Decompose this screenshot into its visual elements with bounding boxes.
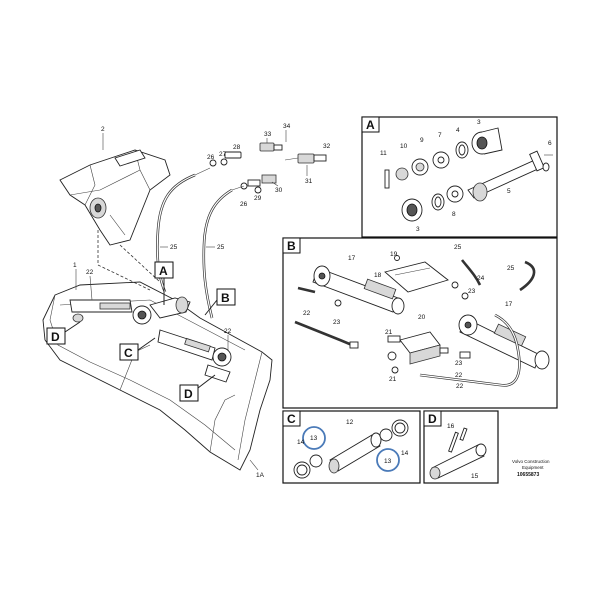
panel-B: B 19 (282, 237, 558, 409)
label-22-left: 22 (86, 269, 94, 276)
label-31: 31 (305, 178, 313, 185)
panel-B-letter: B (287, 239, 296, 253)
callout-B[interactable]: B (204, 288, 236, 316)
panel-B-25-a: 25 (454, 244, 462, 251)
callout-A[interactable]: A (154, 261, 174, 305)
label-29: 29 (254, 195, 262, 202)
panel-B-hose-25-a (460, 259, 482, 286)
panel-B-23-left: 23 (333, 319, 341, 326)
label-25-right: 25 (217, 244, 225, 251)
main-assembly (42, 142, 327, 471)
svg-text:A: A (159, 264, 168, 278)
panel-A-9: 9 (420, 137, 424, 144)
highlight-circle-13-right (376, 448, 400, 472)
svg-text:C: C (124, 346, 133, 360)
bucket-cylinder-right (157, 329, 232, 383)
coupler-frame (59, 149, 171, 246)
fittings-upper (194, 142, 327, 194)
label-26-low: 26 (240, 201, 248, 208)
panel-B-23-right: 23 (455, 360, 463, 367)
bucket-cylinder-left (69, 296, 191, 325)
figure-reference: 10655873 (517, 472, 539, 478)
panel-A-3-top: 3 (477, 119, 481, 126)
panel-B-19: 19 (390, 251, 398, 258)
panel-B-21-top: 21 (385, 329, 393, 336)
label-33: 33 (264, 131, 272, 138)
label-2: 2 (101, 126, 105, 133)
panel-B-22-left: 22 (303, 310, 311, 317)
panel-A-11: 11 (380, 150, 387, 157)
highlight-circle-13-left (302, 426, 326, 450)
brand-line-2: Equipment (522, 465, 544, 470)
svg-text:D: D (51, 330, 60, 344)
panel-A-10: 10 (400, 143, 408, 150)
panel-D-15: 15 (471, 473, 479, 480)
panel-A-letter: A (366, 118, 375, 132)
panel-B-18: 18 (374, 272, 382, 279)
label-1A: 1A (256, 472, 265, 479)
panel-B-25-b: 25 (507, 265, 515, 272)
panel-C-13-right: 13 (384, 458, 392, 465)
footer-brand: Volvo Construction Equipment 10655873 (512, 459, 550, 478)
panel-B-22-right: 22 (455, 372, 463, 379)
panel-A: A 3 4 7 9 10 11 6 3 5 8 (361, 116, 558, 238)
panel-A-5: 5 (507, 188, 511, 195)
panel-C-14-right: 14 (401, 450, 409, 457)
callout-D-right[interactable]: D (179, 374, 216, 402)
label-32: 32 (323, 143, 331, 150)
main-labels: 2 34 33 28 27 26 32 31 30 29 26 25 25 1 … (73, 123, 331, 479)
label-34: 34 (283, 123, 291, 130)
bucket-body (42, 281, 273, 471)
panel-B-pipe-22 (294, 320, 353, 347)
panel-A-4: 4 (456, 127, 460, 134)
callout-C[interactable]: C (119, 337, 156, 361)
panel-B-22-bottom: 22 (456, 383, 464, 390)
panel-B-pipe-24 (297, 286, 316, 294)
panel-B-17-left: 17 (348, 255, 356, 262)
panel-B-20: 20 (418, 314, 426, 321)
label-30: 30 (275, 187, 283, 194)
panel-B-hose-25-b (519, 260, 536, 292)
panel-A-3-bottom: 3 (416, 226, 420, 233)
panel-A-8: 8 (452, 211, 456, 218)
panel-A-7: 7 (438, 132, 442, 139)
panel-B-21-bottom: 21 (389, 376, 397, 383)
brand-line-1: Volvo Construction (512, 459, 550, 464)
panel-B-23-top: 23 (468, 288, 476, 295)
panel-D-16: 16 (447, 423, 455, 430)
panel-D: D 16 15 (423, 410, 499, 484)
panel-B-24: 24 (477, 275, 485, 282)
callout-D-left[interactable]: D (46, 321, 81, 345)
panel-C-12: 12 (346, 419, 354, 426)
label-26-top: 26 (207, 154, 215, 161)
label-22-right: 22 (224, 328, 232, 335)
panel-C: C 12 13 14 13 14 (282, 410, 421, 484)
panel-A-6: 6 (548, 140, 552, 147)
svg-text:D: D (184, 387, 193, 401)
panel-B-17-right: 17 (505, 301, 513, 308)
panel-D-letter: D (428, 412, 437, 426)
panel-C-letter: C (287, 412, 296, 426)
panel-C-13-left: 13 (310, 435, 318, 442)
label-1: 1 (73, 262, 77, 269)
label-25-left: 25 (170, 244, 178, 251)
label-27: 27 (219, 151, 227, 158)
svg-text:B: B (221, 291, 230, 305)
label-28: 28 (233, 144, 241, 151)
panel-C-14-left: 14 (297, 439, 305, 446)
